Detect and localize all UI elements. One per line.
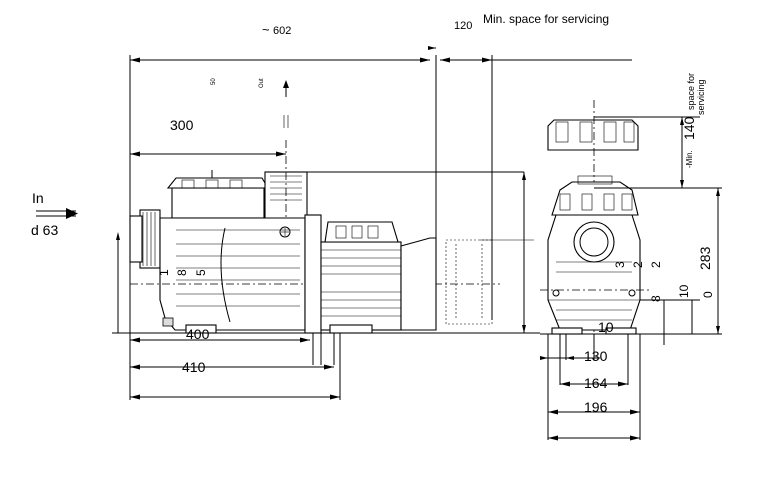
dim-0-label: 0 (701, 291, 715, 298)
dim-10-label: 10 (677, 284, 691, 298)
service-note: Min. space for servicing (483, 12, 609, 26)
dim-1-label: 1 (157, 269, 171, 276)
dim-8-side-label: 8 (175, 269, 189, 276)
pump-side-view (112, 140, 540, 400)
pump-front-view (540, 100, 722, 441)
dim-2b-label: 2 (649, 261, 663, 268)
inlet-label: In (32, 190, 44, 206)
servicing-label: servicing (696, 79, 706, 115)
dim-130-label: 130 (584, 348, 608, 364)
out-label: Out (259, 78, 265, 88)
dim-5-label: 5 (194, 269, 208, 276)
service-gap-value: 120 (454, 20, 472, 32)
dim-8-label: 8 (649, 295, 663, 302)
dim-3-label: 3 (613, 261, 627, 268)
dim-400-label: 400 (186, 326, 210, 342)
overall-length-value: 602 (273, 25, 291, 37)
outlet-arrow (283, 80, 289, 128)
space-for-label: space for (686, 73, 696, 110)
dim-400-line (130, 337, 310, 343)
min-label: -Min. (685, 150, 694, 168)
dim-196-label: 196 (584, 399, 608, 415)
dim-410-label: 410 (182, 359, 206, 375)
dim-overall-base-line (130, 394, 340, 400)
inlet-pipe-size: d 63 (31, 222, 58, 238)
dim-10b-label: 10 (598, 319, 614, 335)
dim-300-label: 300 (170, 117, 194, 133)
inlet-arrow-icon (36, 208, 78, 219)
dim-300-line (130, 151, 286, 157)
dim-2a-label: 2 (631, 261, 645, 268)
dim-410-line (130, 364, 334, 370)
dim-50-label: 50 (211, 78, 217, 85)
overall-length-approx: ~ (262, 22, 270, 37)
dim-164-label: 164 (584, 375, 608, 391)
dim-283-label: 283 (697, 246, 713, 270)
dim-140-label: 140 (681, 116, 697, 140)
